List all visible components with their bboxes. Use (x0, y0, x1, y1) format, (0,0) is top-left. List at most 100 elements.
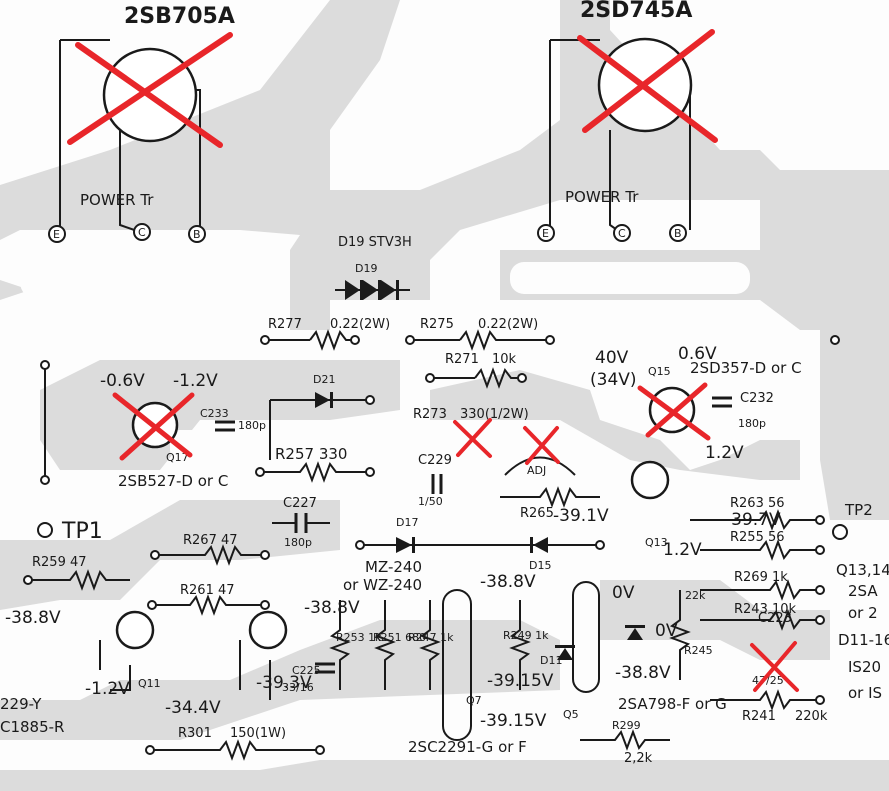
power-tr-left-label: POWER Tr (80, 191, 154, 209)
right-edge-or2: or 2 (848, 604, 878, 622)
q5-label: Q5 (563, 708, 579, 721)
cross-mark-q15 (637, 382, 711, 441)
c232-label: C232 (740, 391, 774, 406)
q17-label: Q17 (166, 451, 189, 464)
r267-label: R267 47 (183, 533, 238, 548)
r241-label: R241 (742, 709, 776, 724)
d21-label: D21 (313, 373, 336, 386)
q15-label: Q15 (648, 365, 671, 378)
r277-value: 0.22(2W) (330, 317, 391, 332)
voltage-40: 40V (595, 348, 629, 368)
d19-label: D19 (355, 262, 378, 275)
r299-label: R299 (612, 719, 641, 732)
pin-c-right: C (618, 227, 626, 240)
tp1-label: TP1 (62, 519, 103, 544)
q11-label: Q11 (138, 677, 161, 690)
c229-value: 1/50 (418, 495, 443, 508)
right-edge-sa: 2SA (848, 582, 878, 600)
voltage-neg12: -1.2V (173, 371, 218, 391)
voltage-06: 0.6V (678, 344, 717, 364)
r257-label: R257 330 (275, 445, 348, 463)
r261-label: R261 47 (180, 583, 235, 598)
r251-label: R251 680 (373, 631, 427, 644)
c223-label: C223 (758, 611, 792, 626)
voltage-391: -39.1V (553, 506, 609, 526)
r263-label: R263 56 (730, 496, 785, 511)
voltage-393: -39.3V (256, 673, 312, 693)
pin-c-left: C (138, 226, 146, 239)
r259-label: R259 47 (32, 555, 87, 570)
pin-b-left: B (193, 228, 201, 241)
r245-label: R245 (684, 644, 713, 657)
r275-value: 0.22(2W) (478, 317, 539, 332)
adj-label: ADJ (527, 464, 547, 477)
r243-label: R243 10k (734, 602, 797, 617)
voltage-3915-bottom: -39.15V (480, 711, 547, 731)
cross-mark-2sd745a (577, 29, 718, 143)
cross-mark-c223 (750, 641, 799, 692)
voltage-0-b: 0V (655, 621, 678, 641)
voltage-3915-mid: -39.15V (487, 671, 554, 691)
r271-value: 10k (492, 352, 517, 367)
r273-label: R273 (413, 407, 447, 422)
r269-label: R269 1k (734, 570, 788, 585)
right-power-transistor-label: 2SD745A (580, 0, 693, 23)
r249-label: R249 1k (503, 629, 549, 642)
cross-mark-2sb705a (67, 32, 233, 148)
diode-symbols (315, 280, 645, 660)
voltage-388-right: -38.8V (615, 663, 671, 683)
r299-value: 2,2k (624, 751, 653, 766)
c223-value: 47/25 (752, 674, 784, 687)
left-edge-label-1: 229-Y (0, 695, 42, 713)
left-edge-label-2: C1885-R (0, 718, 65, 736)
voltage-388-top: -38.8V (480, 572, 536, 592)
voltage-neg12-b: -1.2V (85, 679, 130, 699)
c227-value: 180p (284, 536, 312, 549)
q15-part-label: 2SD357-D or C (690, 359, 802, 377)
cross-mark-r273 (453, 418, 492, 458)
c229-label: C229 (418, 453, 452, 468)
voltage-388-left: -38.8V (5, 608, 61, 628)
q7-label: Q7 (466, 694, 482, 707)
r241-value: 220k (795, 709, 828, 724)
c233-label: C233 (200, 407, 229, 420)
voltage-12-right: 1.2V (705, 443, 744, 463)
d17-label: D17 (396, 516, 419, 529)
left-power-transistor-label: 2SB705A (124, 4, 235, 29)
cross-mark-q17 (112, 392, 195, 461)
power-tr-right-label: POWER Tr (565, 188, 639, 206)
zener-label-1: MZ-240 (365, 558, 422, 576)
r253-label: R253 1k (336, 631, 382, 644)
capacitor-symbols (215, 396, 732, 674)
r277-label: R277 (268, 317, 302, 332)
zener-label-2: or WZ-240 (343, 576, 422, 594)
voltage-388-mid: -38.8V (304, 598, 360, 618)
right-edge-is20: IS20 (848, 658, 882, 676)
right-edge-d1116: D11-16 (838, 631, 889, 649)
voltage-12-q13: 1.2V (663, 540, 702, 560)
right-edge-oris: or IS (848, 684, 883, 702)
right-edge-q1314: Q13,14 (836, 561, 889, 579)
d15-label: D15 (529, 559, 552, 572)
c233-value: 180p (238, 419, 266, 432)
r275-label: R275 (420, 317, 454, 332)
r301-value: 150(1W) (230, 726, 287, 741)
cross-mark-adj (523, 426, 560, 465)
trace-voids (20, 255, 750, 460)
r265-label: R265 (520, 506, 554, 521)
r247-label: R247 1k (408, 631, 454, 644)
tp2-label: TP2 (845, 501, 873, 519)
r301-label: R301 (178, 726, 212, 741)
q13-label: Q13 (645, 536, 668, 549)
d11-label: D11 (540, 654, 563, 667)
c227-label: C227 (283, 496, 317, 511)
q7-part-label: 2SC2291-G or F (408, 738, 527, 756)
solder-pads (23, 223, 848, 755)
voltage-344: -34.4V (165, 698, 221, 718)
r273-value: 330(1/2W) (460, 407, 529, 422)
q5-part-label: 2SA798-F or G (618, 695, 727, 713)
